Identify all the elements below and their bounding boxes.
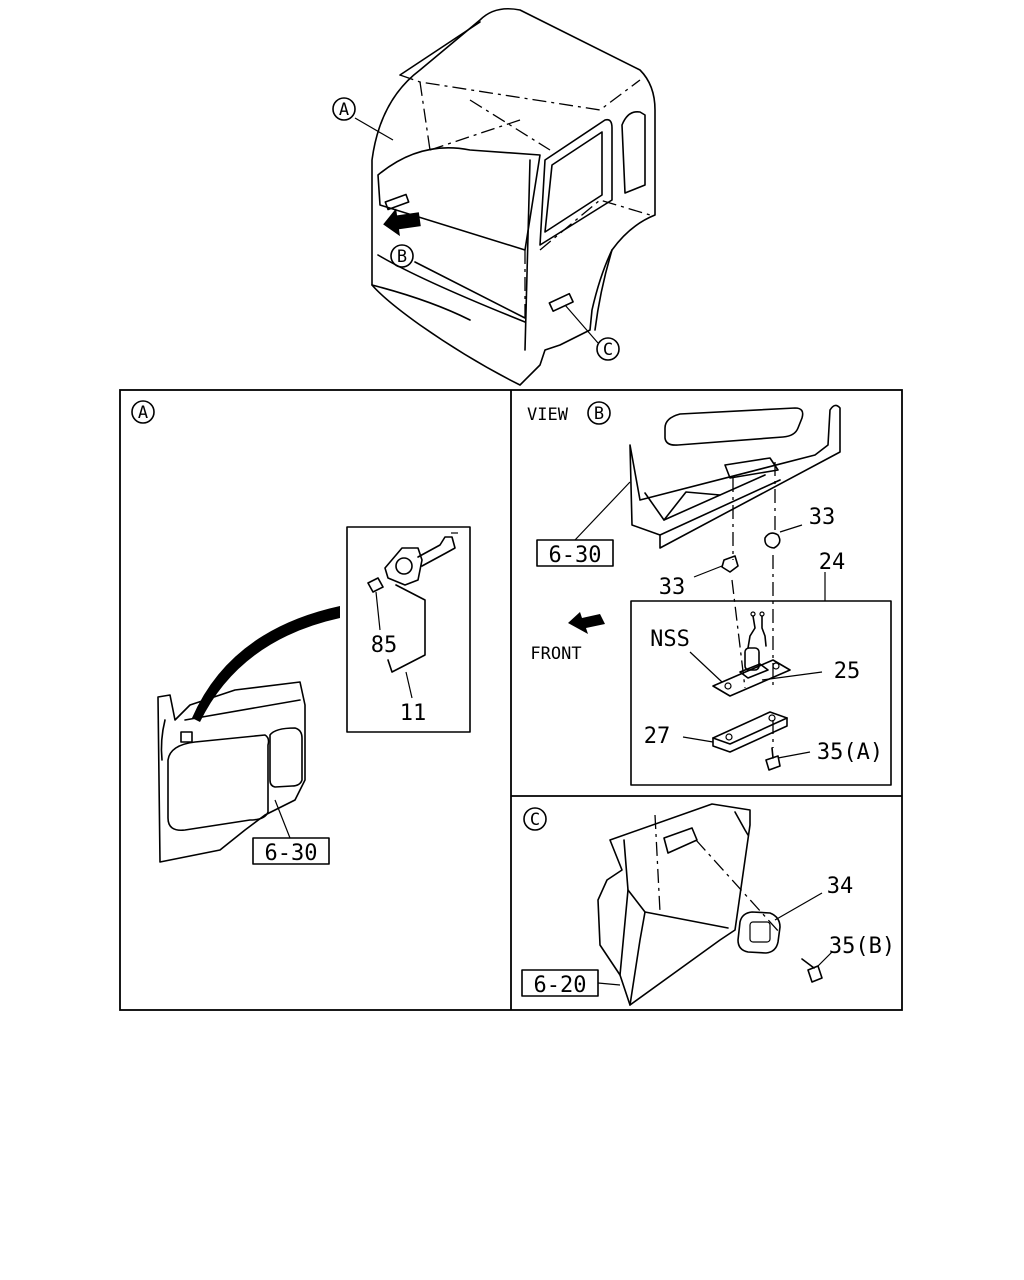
panel-a-label: A	[138, 403, 148, 423]
panel-c-label: C	[530, 810, 540, 830]
part-33-upper-label: 33	[809, 505, 836, 530]
part-11-label: 11	[400, 701, 427, 726]
callout-a-label: A	[339, 100, 349, 120]
part-35b-label: 35(B)	[829, 934, 895, 959]
callout-b-label: B	[397, 247, 407, 267]
panel-a: A 85 11 6-30	[131, 400, 471, 866]
truck-cab-overview: A B C	[332, 7, 656, 386]
part-25-label: 25	[834, 659, 861, 684]
callout-c-label: C	[603, 340, 613, 360]
nss-label: NSS	[650, 627, 690, 652]
part-27-label: 27	[644, 724, 671, 749]
panel-c-ref-label: 6-20	[534, 973, 587, 998]
panel-b-label: B	[594, 404, 604, 424]
view-label: VIEW	[527, 405, 569, 425]
panel-b: VIEW B 6-30 33 33 FRONT 24	[527, 401, 892, 786]
front-label: FRONT	[530, 644, 581, 664]
part-34-label: 34	[827, 874, 854, 899]
part-85-label: 85	[371, 633, 398, 658]
part-24-label: 24	[819, 550, 846, 575]
part-35a-label: 35(A)	[817, 740, 883, 765]
panel-a-ref-label: 6-30	[265, 841, 318, 866]
part-33-lower-label: 33	[659, 575, 686, 600]
panel-b-ref-label: 6-30	[549, 543, 602, 568]
panel-c: C 34 35(B) 6-20	[521, 803, 895, 1006]
detail-frames	[119, 389, 903, 1011]
